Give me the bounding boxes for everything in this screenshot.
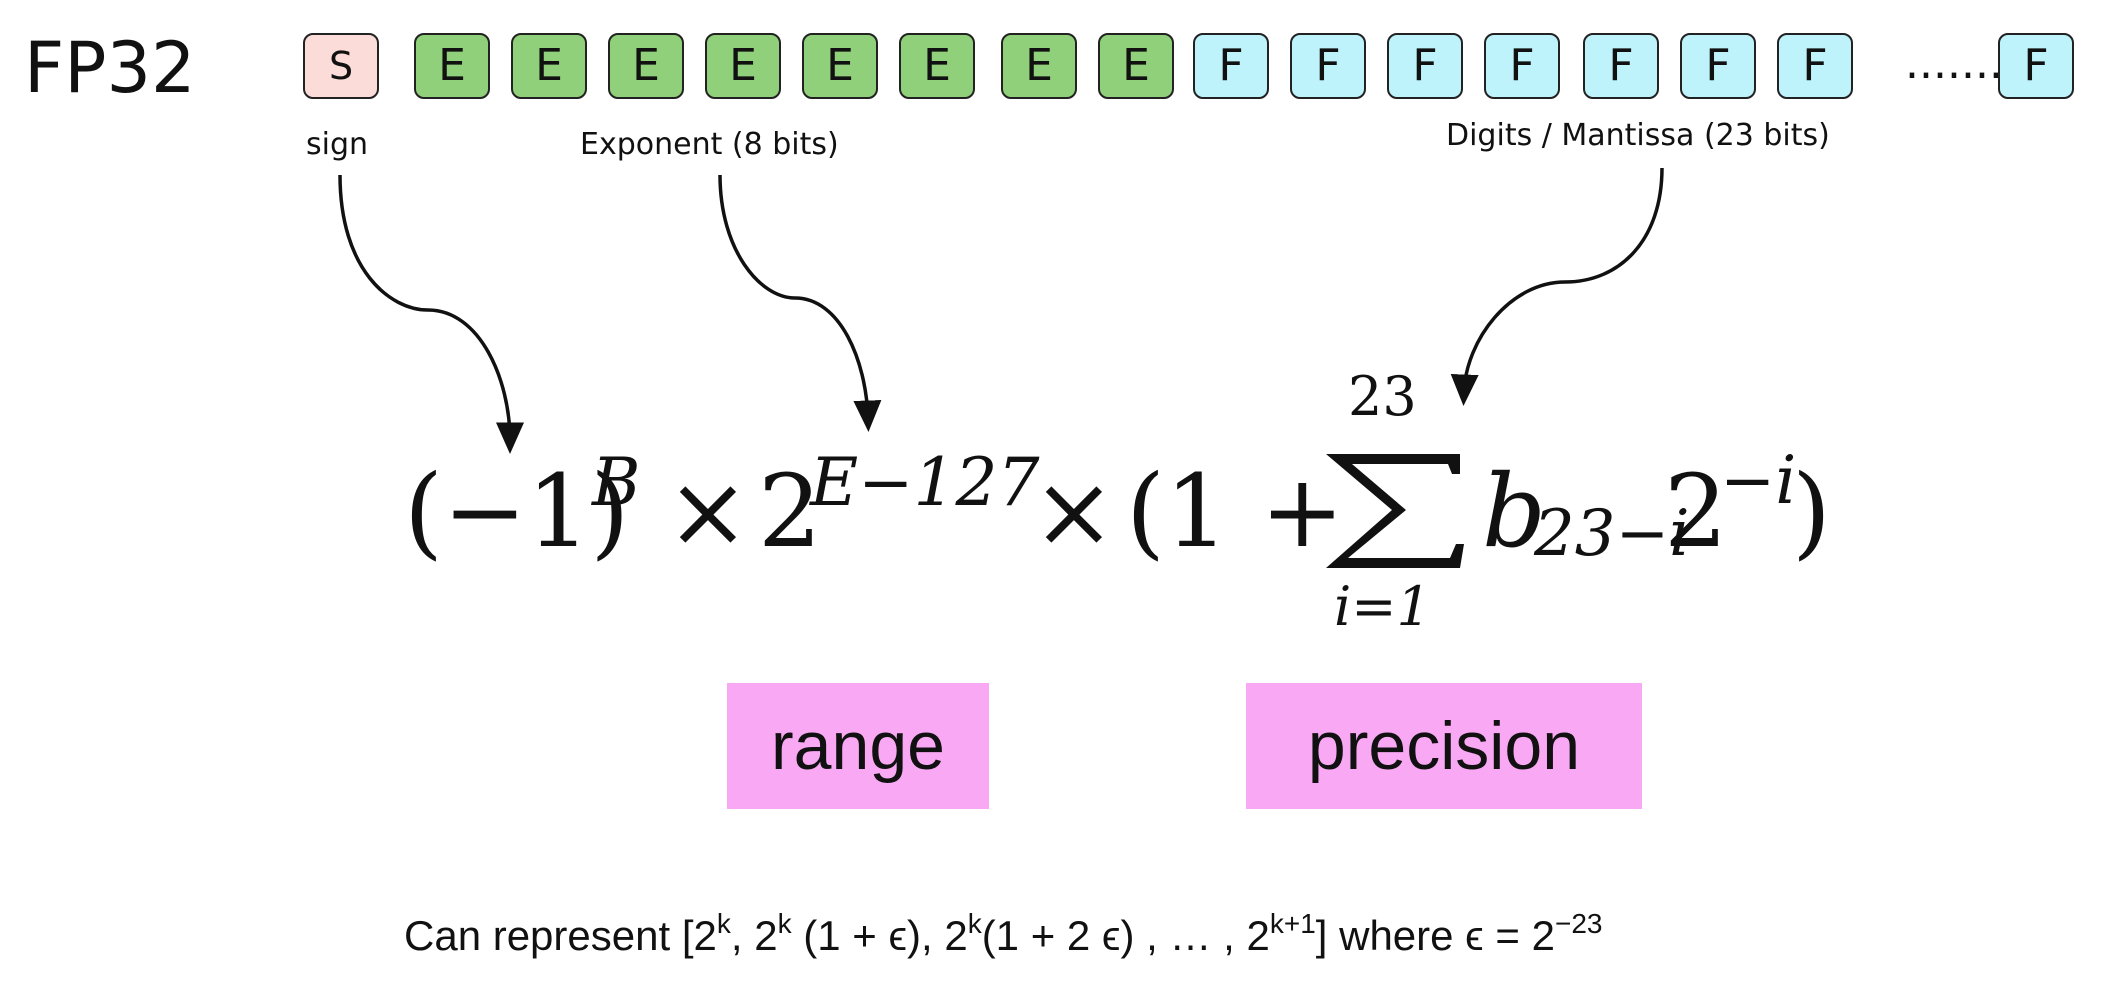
exponent-bit: E: [414, 33, 490, 99]
note-sep: , 2: [730, 912, 778, 959]
note-exp-k: k: [967, 908, 982, 939]
summation-icon: [1326, 454, 1464, 568]
note-suffix: ] where ϵ = 2: [1315, 912, 1555, 959]
exponent-bit: E: [511, 33, 587, 99]
exponent-bit: E: [899, 33, 975, 99]
exponent-bit: E: [705, 33, 781, 99]
power-of-two-exponent: −i: [1720, 442, 1797, 519]
mantissa-arrow: [1450, 167, 1664, 406]
note-term: (1 + ϵ), 2: [791, 912, 968, 959]
fp32-formula: (−1) B × 2 E−127 × (1 + 23 i=1 b 23−i 2 …: [404, 365, 1831, 650]
note-prefix: Can represent [2: [404, 912, 717, 959]
exponent-caption: Exponent (8 bits): [580, 127, 839, 162]
fraction-bit: F: [1484, 33, 1560, 99]
multiply-sign: ×: [1032, 453, 1116, 570]
multiply-sign: ×: [666, 453, 750, 570]
sum-upper-limit: 23: [1348, 365, 1417, 428]
power-of-two: 2: [1664, 453, 1728, 570]
bit-coefficient-index: 23−i: [1534, 497, 1690, 571]
exponent-bit: E: [1001, 33, 1077, 99]
paren-close: ): [1792, 453, 1832, 570]
sum-lower-limit: i=1: [1334, 575, 1431, 638]
paren-open-one-plus: (1 +: [1126, 453, 1345, 570]
fraction-bit-last: F: [1998, 33, 2074, 99]
range-tag: range: [727, 683, 989, 809]
note-eps-exponent: −23: [1554, 908, 1603, 939]
sign-exponent: B: [592, 444, 641, 521]
exponent-bit: E: [1098, 33, 1174, 99]
exponent-bit: E: [802, 33, 878, 99]
note-term: (1 + 2 ϵ) , … , 2: [981, 912, 1270, 959]
bit-ellipsis: .......: [1905, 37, 2003, 89]
fraction-bit: F: [1387, 33, 1463, 99]
note-exp-k-plus-one: k+1: [1269, 908, 1316, 939]
exponent-bit: E: [608, 33, 684, 99]
representable-values-note: Can represent [2k, 2k (1 + ϵ), 2k(1 + 2 …: [404, 908, 1603, 960]
bit-layout: S E E E E E E E E F F F F F F F ....... …: [0, 0, 2124, 120]
fraction-bit: F: [1777, 33, 1853, 99]
fraction-bit: F: [1680, 33, 1756, 99]
fraction-bit: F: [1193, 33, 1269, 99]
bit-coefficient: b: [1482, 453, 1547, 570]
format-label: FP32: [24, 27, 196, 109]
exponent-expression: E−127: [810, 444, 1040, 521]
fraction-bit: F: [1583, 33, 1659, 99]
sign-caption: sign: [306, 127, 369, 162]
sign-factor: (−1): [404, 453, 630, 570]
note-exp-k: k: [716, 908, 731, 939]
mantissa-caption: Digits / Mantissa (23 bits): [1446, 118, 1830, 153]
note-exp-k: k: [777, 908, 792, 939]
sign-bit: S: [303, 33, 379, 99]
fraction-bit: F: [1290, 33, 1366, 99]
precision-tag: precision: [1246, 683, 1642, 809]
base-two: 2: [758, 453, 822, 570]
